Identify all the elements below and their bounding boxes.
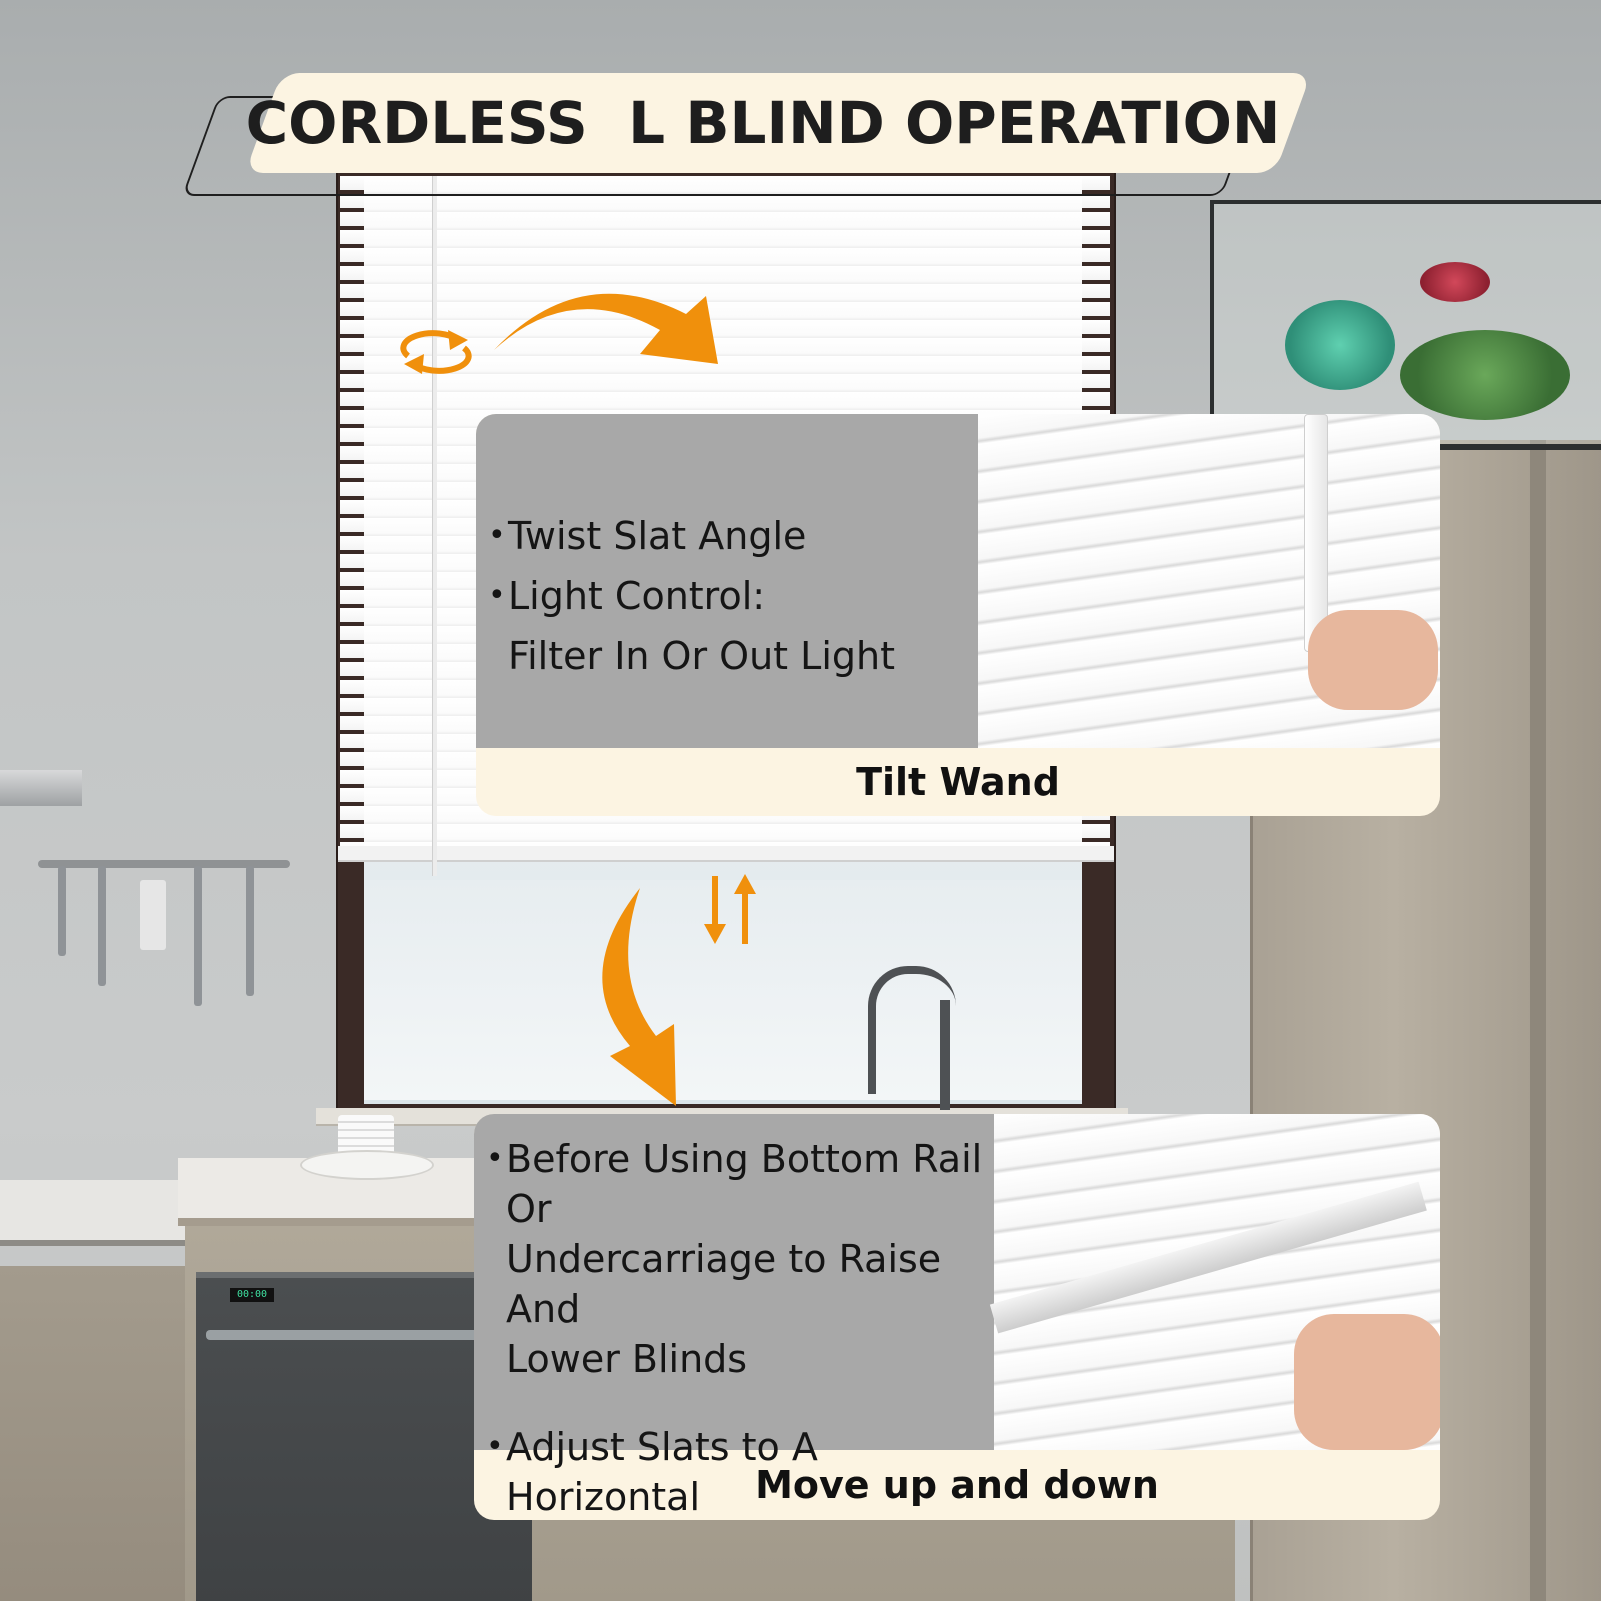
whisk-utensil xyxy=(58,866,66,956)
bullet-dot-icon: • xyxy=(486,1429,504,1464)
oven-handle xyxy=(206,1330,522,1340)
tilt-wand-photo xyxy=(978,414,1440,748)
spatula-utensil xyxy=(194,866,202,1006)
refrigerator-edge xyxy=(1530,440,1546,1601)
succulent-plant xyxy=(1420,262,1490,302)
move-bullets: • Before Using Bottom Rail Or Undercarri… xyxy=(486,1134,994,1520)
tilt-wand-bullets: • Twist Slat Angle • Light Control: Filt… xyxy=(488,506,895,686)
blind-bottom-rail xyxy=(338,846,1114,862)
list-item: • Before Using Bottom Rail Or Undercarri… xyxy=(486,1134,994,1384)
tilt-wand-line xyxy=(432,176,437,876)
hand xyxy=(1308,610,1438,710)
bullet-text: Before Using Bottom Rail Or Undercarriag… xyxy=(506,1137,983,1381)
towel-utensil xyxy=(140,880,166,950)
rotate-icon xyxy=(400,330,472,374)
faucet xyxy=(868,966,956,1094)
curved-arrow-down-icon xyxy=(602,888,676,1106)
succulent-plant xyxy=(1285,300,1395,390)
list-item: • Adjust Slats to A Horizontal Position … xyxy=(486,1422,994,1520)
bullet-dot-icon: • xyxy=(488,518,506,553)
tilt-wand-rod xyxy=(1304,414,1328,652)
bullet-dot-icon: • xyxy=(486,1141,504,1176)
move-text-panel: • Before Using Bottom Rail Or Undercarri… xyxy=(474,1114,994,1519)
tilt-wand-card: • Twist Slat Angle • Light Control: Filt… xyxy=(476,414,1440,816)
faucet-stem xyxy=(940,1000,950,1110)
bullet-text: Light Control: Filter In Or Out Light xyxy=(508,574,895,678)
river-view xyxy=(364,880,1082,1100)
bottom-rail-photo xyxy=(989,1181,1427,1334)
left-cabinet xyxy=(0,1266,185,1601)
oven-display: 00:00 xyxy=(230,1288,274,1302)
bullet-dot-icon: • xyxy=(488,578,506,613)
move-caption: Move up and down xyxy=(755,1463,1159,1507)
tilt-wand-text-panel: • Twist Slat Angle • Light Control: Filt… xyxy=(476,414,978,748)
stacked-plates xyxy=(300,1150,434,1180)
bullet-text: Twist Slat Angle xyxy=(508,514,807,558)
curved-arrow-right-icon xyxy=(494,293,718,364)
move-card: • Before Using Bottom Rail Or Undercarri… xyxy=(474,1114,1440,1520)
list-item: • Twist Slat Angle xyxy=(488,506,895,566)
tilt-wand-caption: Tilt Wand xyxy=(856,760,1060,804)
list-item: • Light Control: Filter In Or Out Light xyxy=(488,566,895,686)
page-title: CORDLESS L BLIND OPERATION xyxy=(245,89,1281,157)
plant-terrarium xyxy=(1210,200,1601,450)
hand xyxy=(1294,1314,1440,1450)
move-photo xyxy=(989,1114,1440,1450)
spoon-utensil xyxy=(246,866,254,996)
up-down-arrows-icon xyxy=(704,874,756,944)
range-hood xyxy=(0,770,82,806)
left-counter xyxy=(0,1180,185,1246)
succulent-plant xyxy=(1400,330,1570,420)
ladle-utensil xyxy=(98,866,106,986)
utensil-rail xyxy=(38,860,290,868)
bullet-text: Adjust Slats to A Horizontal Position (M… xyxy=(506,1425,818,1519)
